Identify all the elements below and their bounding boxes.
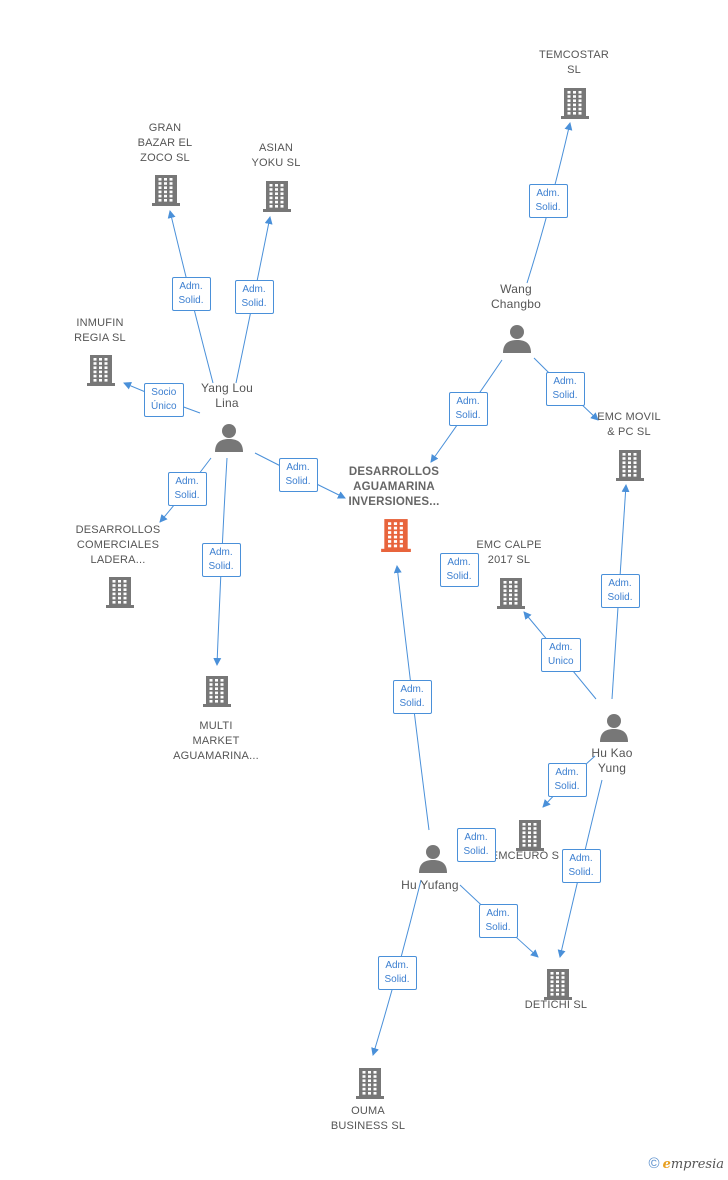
person-icon-wang[interactable] xyxy=(502,323,532,358)
copyright-icon: © xyxy=(648,1155,660,1172)
edge-label-hukao-emccalpe[interactable]: Adm. Unico xyxy=(541,638,581,672)
building-icon-multi-market[interactable] xyxy=(201,675,233,712)
company-node-detichi[interactable]: DETICHI SL xyxy=(511,998,601,1013)
edge-label-emccalpe-solid[interactable]: Adm. Solid. xyxy=(439,553,479,587)
edge-label-wang-emcmovil[interactable]: Adm. Solid. xyxy=(545,372,585,406)
person-icon-yang[interactable] xyxy=(214,422,244,457)
company-node-desarrollos-comerciales[interactable]: DESARROLLOS COMERCIALES LADERA... xyxy=(63,523,173,568)
company-node-temcostar[interactable]: TEMCOSTAR SL xyxy=(529,48,619,78)
building-icon-asian-yoku[interactable] xyxy=(261,180,293,217)
company-label: OUMA BUSINESS SL xyxy=(330,1105,406,1132)
building-icon-gran-bazar[interactable] xyxy=(150,174,182,211)
company-label: INMUFIN REGIA SL xyxy=(74,317,126,344)
edge-label-yang-asianyoku[interactable]: Adm. Solid. xyxy=(234,280,274,314)
edges-layer xyxy=(123,122,630,1056)
company-label: DETICHI SL xyxy=(524,999,588,1011)
person-node-yang[interactable]: Yang Lou Lina xyxy=(182,381,272,411)
company-node-asian-yoku[interactable]: ASIAN YOKU SL xyxy=(231,141,321,171)
edge-label-yang-inmufin[interactable]: Socio Único xyxy=(144,383,184,417)
building-icon-temcostar[interactable] xyxy=(559,87,591,124)
company-node-emc-calpe[interactable]: EMC CALPE 2017 SL xyxy=(464,538,554,568)
person-label: Wang Changbo xyxy=(490,282,542,311)
edge-label-yang-comerciales[interactable]: Adm. Solid. xyxy=(167,472,207,506)
edge-label-hukao-emcmovil[interactable]: Adm. Solid. xyxy=(600,574,640,608)
person-node-hu-kao[interactable]: Hu Kao Yung xyxy=(567,746,657,776)
edge-label-yang-multi[interactable]: Adm. Solid. xyxy=(201,543,241,577)
building-icon-emceuro[interactable] xyxy=(514,819,546,856)
company-label: EMC MOVIL & PC SL xyxy=(597,411,661,438)
building-icon-desarrollos-aguamarina[interactable] xyxy=(379,518,413,557)
person-node-hu-yufang[interactable]: Hu Yufang xyxy=(385,878,475,893)
building-icon-emc-movil[interactable] xyxy=(614,449,646,486)
company-label: GRAN BAZAR EL ZOCO SL xyxy=(137,121,193,164)
company-label: TEMCOSTAR SL xyxy=(538,49,610,76)
company-label: MULTI MARKET AGUAMARINA... xyxy=(173,720,259,762)
company-node-ouma[interactable]: OUMA BUSINESS SL xyxy=(318,1104,418,1134)
company-node-emc-movil[interactable]: EMC MOVIL & PC SL xyxy=(584,410,674,440)
person-icon-hu-kao[interactable] xyxy=(599,712,629,747)
person-node-wang[interactable]: Wang Changbo xyxy=(471,282,561,312)
company-node-gran-bazar[interactable]: GRAN BAZAR EL ZOCO SL xyxy=(120,121,210,166)
edge-label-hukao-emceuro[interactable]: Adm. Solid. xyxy=(547,763,587,797)
person-label: Hu Yufang xyxy=(401,877,459,892)
edge-label-wang-main[interactable]: Adm. Solid. xyxy=(448,392,488,426)
edge-label-yang-granbazar[interactable]: Adm. Solid. xyxy=(171,277,211,311)
company-node-emceuro[interactable]: EMCEURO S xyxy=(485,849,565,864)
edge-label-yang-main[interactable]: Adm. Solid. xyxy=(278,458,318,492)
company-label: ASIAN YOKU SL xyxy=(251,142,301,169)
company-node-desarrollos-aguamarina[interactable]: DESARROLLOS AGUAMARINA INVERSIONES... xyxy=(334,465,454,510)
company-label: DESARROLLOS COMERCIALES LADERA... xyxy=(75,523,161,566)
footer-brand[interactable]: ©empresia xyxy=(649,1155,724,1172)
company-label: DESARROLLOS AGUAMARINA INVERSIONES... xyxy=(348,465,440,508)
person-icon-hu-yufang[interactable] xyxy=(418,843,448,878)
edge-label-huyufang-detichi[interactable]: Adm. Solid. xyxy=(478,904,518,938)
company-node-inmufin[interactable]: INMUFIN REGIA SL xyxy=(55,316,145,346)
edge-label-huyufang-ouma[interactable]: Adm. Solid. xyxy=(377,956,417,990)
person-label: Yang Lou Lina xyxy=(200,381,254,410)
building-icon-desarrollos-comerciales[interactable] xyxy=(104,576,136,613)
edge-label-huyufang-main[interactable]: Adm. Solid. xyxy=(392,680,432,714)
edge-label-huyufang-emceuro[interactable]: Adm. Solid. xyxy=(456,828,496,862)
company-label: EMC CALPE 2017 SL xyxy=(476,539,542,566)
building-icon-detichi[interactable] xyxy=(542,968,574,1005)
company-label: EMCEURO S xyxy=(490,850,560,862)
person-label: Hu Kao Yung xyxy=(591,746,633,775)
building-icon-inmufin[interactable] xyxy=(85,354,117,391)
edge-label-wang-temcostar[interactable]: Adm. Solid. xyxy=(528,184,568,218)
building-icon-ouma[interactable] xyxy=(354,1067,386,1104)
company-node-multi-market[interactable]: MULTI MARKET AGUAMARINA... xyxy=(161,719,271,764)
building-icon-emc-calpe[interactable] xyxy=(495,577,527,614)
brand-logo: empresia xyxy=(662,1157,724,1172)
edge-label-hukao-detichi[interactable]: Adm. Solid. xyxy=(561,849,601,883)
